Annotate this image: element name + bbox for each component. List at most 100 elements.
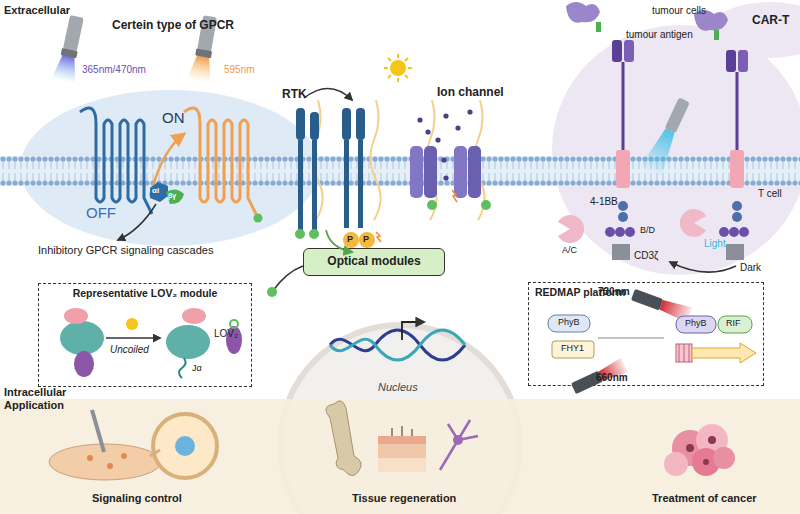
car-t-illustration: [605, 227, 615, 237]
petri-dish-icon: [153, 414, 217, 478]
dna-helix: [402, 322, 424, 340]
lov2-illustration: [182, 308, 206, 324]
rtk-receptor: [298, 140, 303, 230]
car-t-illustration: [714, 30, 719, 40]
light-ray: [312, 100, 484, 220]
rtk-receptor: [356, 108, 365, 140]
tumour-icon: [664, 452, 688, 476]
node-text: Representative LOV₂ module: [73, 287, 218, 299]
tumour-icon: [703, 459, 709, 465]
car-t-illustration: [625, 227, 635, 237]
flashlight: [187, 54, 215, 84]
petri-dish-icon: [175, 436, 195, 456]
lov2-illustration: [106, 337, 160, 339]
rtk-receptor: [358, 140, 363, 228]
car-t-illustration: [730, 150, 744, 188]
wavelength-label: 660nm: [596, 372, 628, 383]
petri-dish-icon: [121, 453, 127, 459]
ion-channel: [443, 175, 448, 180]
rtk-receptor: [309, 229, 319, 239]
phosphate-label: P: [347, 235, 353, 245]
petri-dish-icon: [92, 410, 104, 452]
petri-dish-icon: [87, 455, 93, 461]
section-title: CAR-T: [752, 14, 789, 27]
light-ray: [370, 100, 380, 220]
application-label: Signaling control: [92, 492, 182, 504]
rtk-receptor: [295, 88, 381, 248]
lov2-illustration: [60, 321, 104, 355]
petri-dish-icon: [49, 410, 217, 480]
tumour-icon: [713, 447, 735, 469]
domain-label: B/D: [640, 226, 655, 236]
car-t-illustration: [739, 227, 749, 237]
state-label: OFF: [86, 205, 116, 222]
car-t-illustration: [612, 244, 630, 260]
lov2-illustration: [60, 308, 242, 378]
domain-label: Jα: [192, 364, 202, 374]
redmap-illustration: [631, 289, 663, 311]
tissue-icon: [326, 401, 361, 476]
sun-icon: [390, 60, 406, 76]
lov2-illustration: [179, 358, 186, 378]
protein-label: PhyB: [558, 318, 580, 328]
redmap-illustration: [692, 343, 756, 363]
rtk-receptor: [304, 88, 352, 100]
car-t-illustration: [726, 244, 744, 260]
redmap-illustration: [552, 341, 594, 358]
leader-line: [272, 266, 303, 292]
tissue-icon: [326, 401, 478, 476]
dna-helix: [330, 330, 465, 360]
redmap-illustration: [676, 344, 692, 362]
redmap-illustration: [548, 287, 756, 396]
ion-channel: [410, 146, 423, 198]
rtk-receptor: [295, 229, 305, 239]
gpcr-on: [184, 108, 256, 214]
ion-channel: [467, 109, 472, 114]
optical-tag: [267, 287, 277, 297]
wavelength-label: 365nm/470nm: [82, 64, 146, 75]
redmap-illustration: [548, 315, 590, 332]
car-t-illustration: [558, 215, 584, 243]
car-t-illustration: [729, 227, 739, 237]
flashlight: [195, 48, 212, 58]
tumour-icon: [664, 424, 735, 476]
car-t-illustration: [566, 2, 600, 23]
rtk-receptor: [344, 140, 349, 228]
cell-shading: [552, 25, 800, 275]
tissue-icon: [392, 426, 412, 436]
car-t-illustration: [623, 62, 737, 150]
tissue-icon: [378, 436, 426, 444]
lov2-illustration: [74, 351, 94, 377]
protein-label: αi: [152, 187, 159, 196]
sun-icon: [384, 54, 412, 82]
car-t-illustration: [558, 2, 749, 272]
protein-label: RIF: [726, 319, 741, 329]
car-t-illustration: [726, 50, 736, 72]
lov2-illustration: [64, 308, 88, 324]
car-t-illustration: [616, 150, 630, 188]
domain-label: 4-1BB: [590, 196, 618, 207]
petri-dish-icon: [107, 463, 113, 469]
tissue-icon: [378, 458, 426, 472]
flashlight: [63, 15, 84, 53]
process-label: Uncoiled: [110, 344, 149, 355]
section-title: Certein type of GPCR: [112, 19, 234, 32]
redmap-illustration: [718, 316, 752, 333]
section-title: RTK: [282, 88, 307, 101]
wavelength-label: 730nm: [598, 286, 630, 297]
rtk-receptor: [342, 108, 351, 140]
domain-label: CD3ζ: [634, 250, 658, 261]
ion-channel: [455, 125, 460, 130]
antigen-label: tumour antigen: [626, 29, 693, 40]
tissue-icon: [440, 420, 478, 470]
domain-label: LOV₂: [214, 328, 238, 339]
tumour-icon: [708, 436, 716, 444]
car-t-illustration: [670, 262, 736, 272]
ion-channel: [417, 117, 422, 122]
car-t-illustration: [680, 209, 706, 237]
state-label: Dark: [740, 262, 761, 273]
redmap-illustration: [570, 358, 628, 396]
protein-label: PhyB: [685, 319, 707, 329]
